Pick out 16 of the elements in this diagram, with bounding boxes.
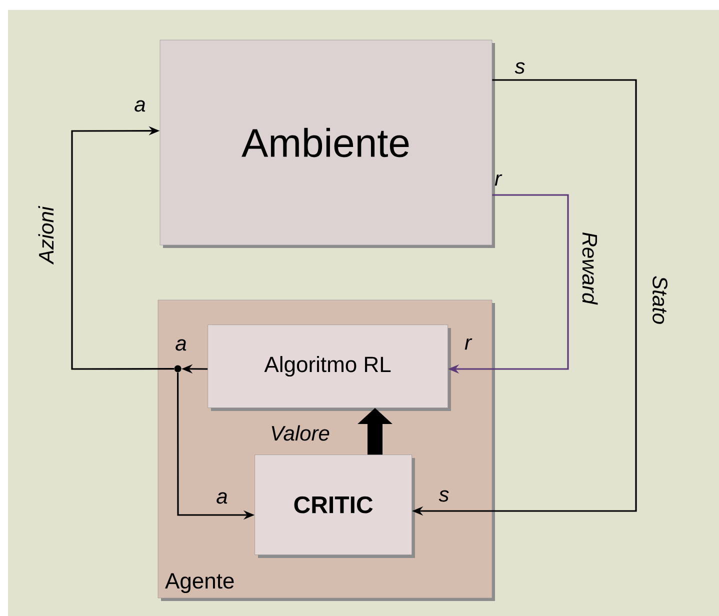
arrow xyxy=(71,126,174,370)
edge-label: Stato xyxy=(650,273,670,327)
port-label: r xyxy=(494,174,502,186)
edge-label: Valore xyxy=(268,423,332,443)
port-label: a xyxy=(216,492,228,504)
port-label: a xyxy=(176,339,186,351)
edge-label: Reward xyxy=(580,230,600,306)
port-label: s xyxy=(514,62,525,74)
port-label: r xyxy=(464,338,472,350)
environment-box: Ambiente xyxy=(160,40,495,248)
junction-dot xyxy=(174,365,182,372)
process-box: CRITIC xyxy=(254,454,415,558)
port-label: a xyxy=(134,100,146,112)
process-box: Algoritmo RL xyxy=(208,324,451,411)
edge-label: Azioni xyxy=(36,204,56,266)
port-label: s xyxy=(438,490,449,502)
